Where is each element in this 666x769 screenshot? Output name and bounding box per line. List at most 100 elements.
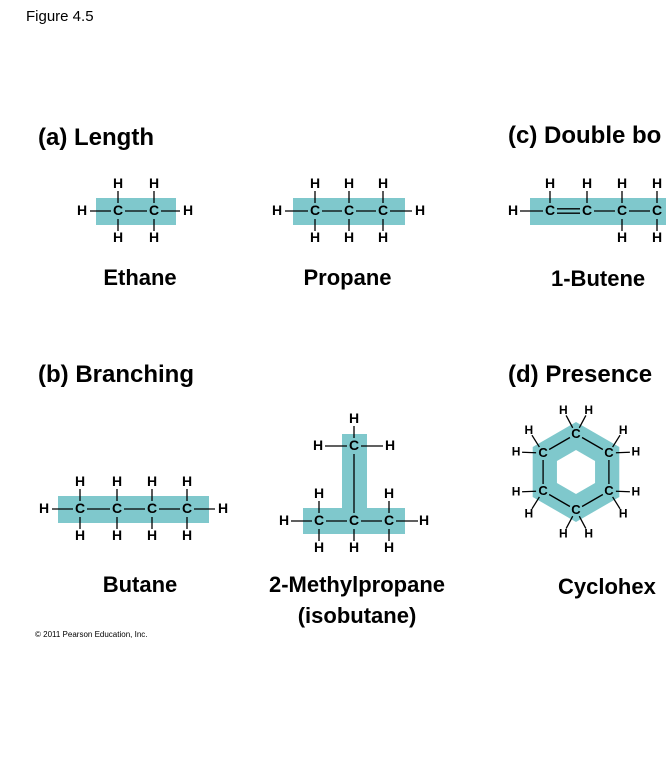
hydrogen-atom: H — [149, 175, 159, 191]
bond-line — [612, 434, 621, 448]
ring-hole — [556, 450, 596, 494]
hydrogen-atom: H — [113, 175, 123, 191]
bond-line — [531, 496, 540, 510]
hydrogen-atom: H — [632, 485, 641, 499]
carbon-atom: C — [545, 202, 555, 218]
hydrogen-atom: H — [524, 423, 533, 437]
hydrogen-atom: H — [272, 202, 282, 218]
section-heading-branching: (b) Branching — [38, 361, 194, 388]
bond-line — [578, 515, 587, 529]
carbon-atom: C — [617, 202, 627, 218]
hydrogen-atom: H — [512, 485, 521, 499]
hydrogen-atom: H — [617, 175, 627, 191]
isobutane-label-line1: 2-Methylpropane — [268, 572, 446, 597]
section-heading-double-bond: (c) Double bo — [508, 122, 662, 149]
bond-line — [565, 515, 574, 529]
hydrogen-atom: H — [344, 175, 354, 191]
hydrogen-atom: H — [112, 527, 122, 543]
hydrogen-atom: H — [512, 445, 521, 459]
carbon-atom: C — [582, 202, 592, 218]
hydrogen-atom: H — [545, 175, 555, 191]
carbon-atom: C — [604, 445, 614, 460]
hydrogen-atom: H — [183, 202, 193, 218]
hydrogen-atom: H — [349, 410, 359, 426]
hydrogen-atom: H — [39, 500, 49, 516]
carbon-atom: C — [149, 202, 159, 218]
hydrogen-atom: H — [313, 437, 323, 453]
carbon-atom: C — [349, 512, 359, 528]
butene-label: 1-Butene — [551, 266, 646, 291]
bond-line — [548, 493, 571, 508]
bond-line — [612, 496, 621, 510]
hydrogen-atom: H — [310, 175, 320, 191]
carbon-atom: C — [344, 202, 354, 218]
hydrogen-atom: H — [75, 473, 85, 489]
ethane-label: Ethane — [103, 265, 177, 290]
carbon-atom: C — [538, 445, 548, 460]
hydrogen-atom: H — [584, 403, 593, 417]
bond-line — [581, 436, 604, 451]
hydrogen-atom: H — [279, 512, 289, 528]
carbon-atom: C — [384, 512, 394, 528]
hydrogen-atom: H — [378, 229, 388, 245]
hydrogen-atom: H — [582, 175, 592, 191]
hydrogen-atom: H — [113, 229, 123, 245]
hydrogen-atom: H — [559, 403, 568, 417]
hydrogen-atom: H — [378, 175, 388, 191]
hydrogen-atom: H — [77, 202, 87, 218]
isobutane-label-line2: (isobutane) — [297, 603, 417, 628]
hydrogen-atom: H — [112, 473, 122, 489]
hydrogen-atom: H — [559, 527, 568, 541]
hydrogen-atom: H — [149, 229, 159, 245]
propane-label: Propane — [303, 265, 392, 290]
carbon-atom: C — [314, 512, 324, 528]
hydrogen-atom: H — [632, 445, 641, 459]
bond-line — [581, 493, 604, 508]
carbon-atom: C — [310, 202, 320, 218]
hydrogen-atom: H — [314, 539, 324, 555]
hydrogen-atom: H — [652, 175, 662, 191]
hydrogen-atom: H — [617, 229, 627, 245]
figure-label: Figure 4.5 — [26, 8, 94, 25]
hydrogen-atom: H — [619, 507, 628, 521]
hydrogen-atom: H — [314, 485, 324, 501]
hydrogen-atom: H — [652, 229, 662, 245]
bond-line — [578, 415, 587, 429]
hydrogen-atom: H — [182, 527, 192, 543]
carbon-atom: C — [182, 500, 192, 516]
carbon-atom: C — [378, 202, 388, 218]
hydrogen-atom: H — [344, 229, 354, 245]
bond-line — [531, 434, 540, 448]
carbon-atom: C — [349, 437, 359, 453]
butane-label: Butane — [102, 572, 178, 597]
carbon-atom: C — [571, 426, 581, 441]
hydrogen-atom: H — [147, 527, 157, 543]
carbon-atom: C — [147, 500, 157, 516]
hydrogen-atom: H — [218, 500, 228, 516]
bond-line — [548, 436, 571, 451]
carbon-atom: C — [75, 500, 85, 516]
cyclohexane-label: Cyclohex — [558, 574, 656, 599]
hydrogen-atom: H — [75, 527, 85, 543]
hydrogen-atom: H — [524, 507, 533, 521]
hydrogen-atom: H — [147, 473, 157, 489]
carbon-atom: C — [113, 202, 123, 218]
hydrogen-atom: H — [384, 485, 394, 501]
hydrogen-atom: H — [584, 527, 593, 541]
section-heading-length: (a) Length — [38, 124, 154, 151]
copyright-notice: © 2011 Pearson Education, Inc. — [35, 630, 148, 639]
hydrogen-atom: H — [310, 229, 320, 245]
carbon-atom: C — [112, 500, 122, 516]
bond-line — [565, 415, 574, 429]
section-heading-presence-of-rings: (d) Presence — [508, 361, 653, 388]
hydrogen-atom: H — [349, 539, 359, 555]
hydrogen-atom: H — [419, 512, 429, 528]
carbon-atom: C — [538, 483, 548, 498]
